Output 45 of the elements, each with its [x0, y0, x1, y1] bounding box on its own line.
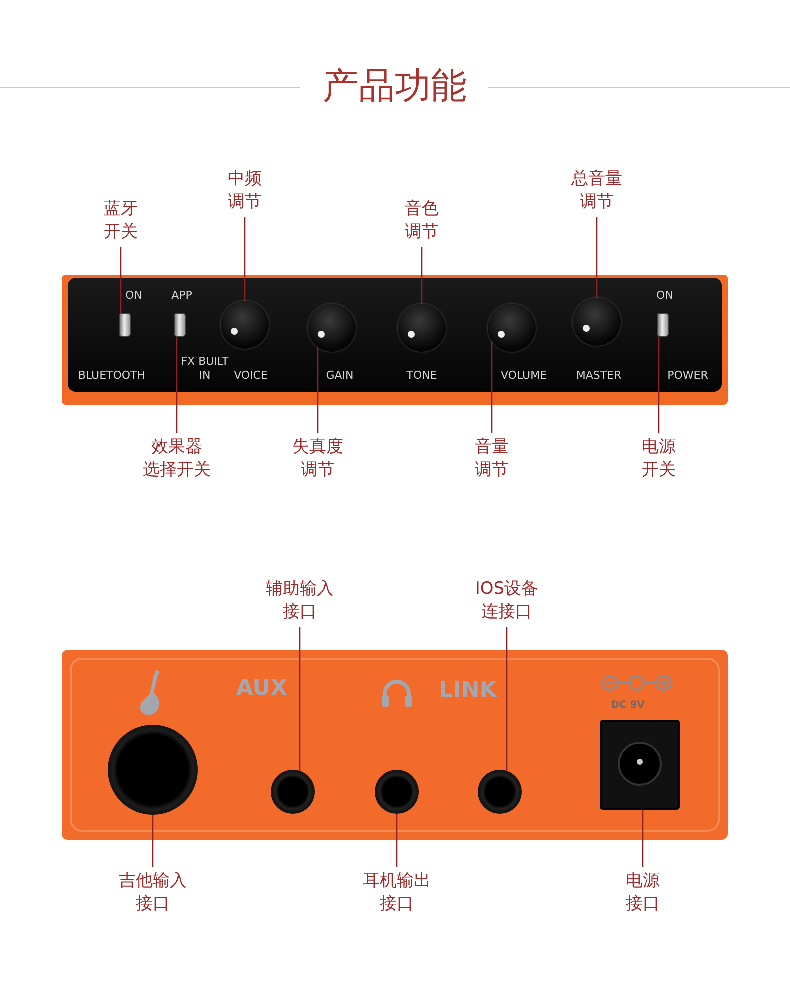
- leader-line: [642, 810, 644, 867]
- leader-line: [596, 217, 598, 298]
- panel-label: TONE: [406, 369, 438, 383]
- panel-label: VOLUME: [500, 369, 548, 383]
- leader-line: [658, 337, 660, 433]
- callout-label: 音色调节: [405, 198, 439, 244]
- leader-line: [244, 217, 246, 301]
- callout-label: 效果器选择开关: [143, 436, 211, 482]
- port-label: AUX: [236, 676, 288, 701]
- panel-label: GAIN: [326, 369, 354, 383]
- leader-line: [120, 247, 122, 313]
- panel-label: ON: [126, 289, 142, 303]
- port-label: LINK: [439, 678, 497, 703]
- page-title: 产品功能: [323, 65, 467, 109]
- power-jack: [600, 720, 680, 810]
- toggle-switch: [174, 313, 186, 337]
- panel-label: ON: [656, 289, 674, 303]
- toggle-switch: [657, 313, 669, 337]
- leader-line: [176, 337, 178, 433]
- panel-label: BLUETOOTH: [78, 369, 146, 383]
- callout-label: 音量调节: [475, 436, 509, 482]
- panel-label: APP: [172, 289, 192, 303]
- callout-label: 电源开关: [642, 436, 676, 482]
- port-label: DC 9V: [611, 700, 645, 711]
- callout-label: 耳机输出接口: [363, 870, 431, 916]
- leader-line: [396, 814, 398, 867]
- callout-label: 总音量调节: [572, 168, 622, 214]
- panel-label: VOICE: [234, 369, 268, 383]
- callout-label: 失真度调节: [292, 436, 344, 482]
- leader-line: [299, 627, 301, 772]
- panel-label: POWER: [668, 369, 708, 383]
- toggle-switch: [119, 313, 131, 337]
- callout-label: 辅助输入接口: [266, 578, 334, 624]
- panel-label: FX BUILT IN: [180, 355, 230, 383]
- panel-label: MASTER: [576, 369, 622, 383]
- leader-line: [152, 815, 154, 867]
- leader-line: [421, 247, 423, 304]
- leader-line: [506, 627, 508, 772]
- callout-label: 电源接口: [626, 870, 660, 916]
- callout-label: 蓝牙开关: [104, 198, 138, 244]
- leader-line: [317, 348, 319, 433]
- leader-line: [491, 341, 493, 433]
- callout-label: 吉他输入接口: [119, 870, 187, 916]
- callout-label: 中频调节: [228, 168, 262, 214]
- callout-label: IOS设备连接口: [475, 578, 539, 624]
